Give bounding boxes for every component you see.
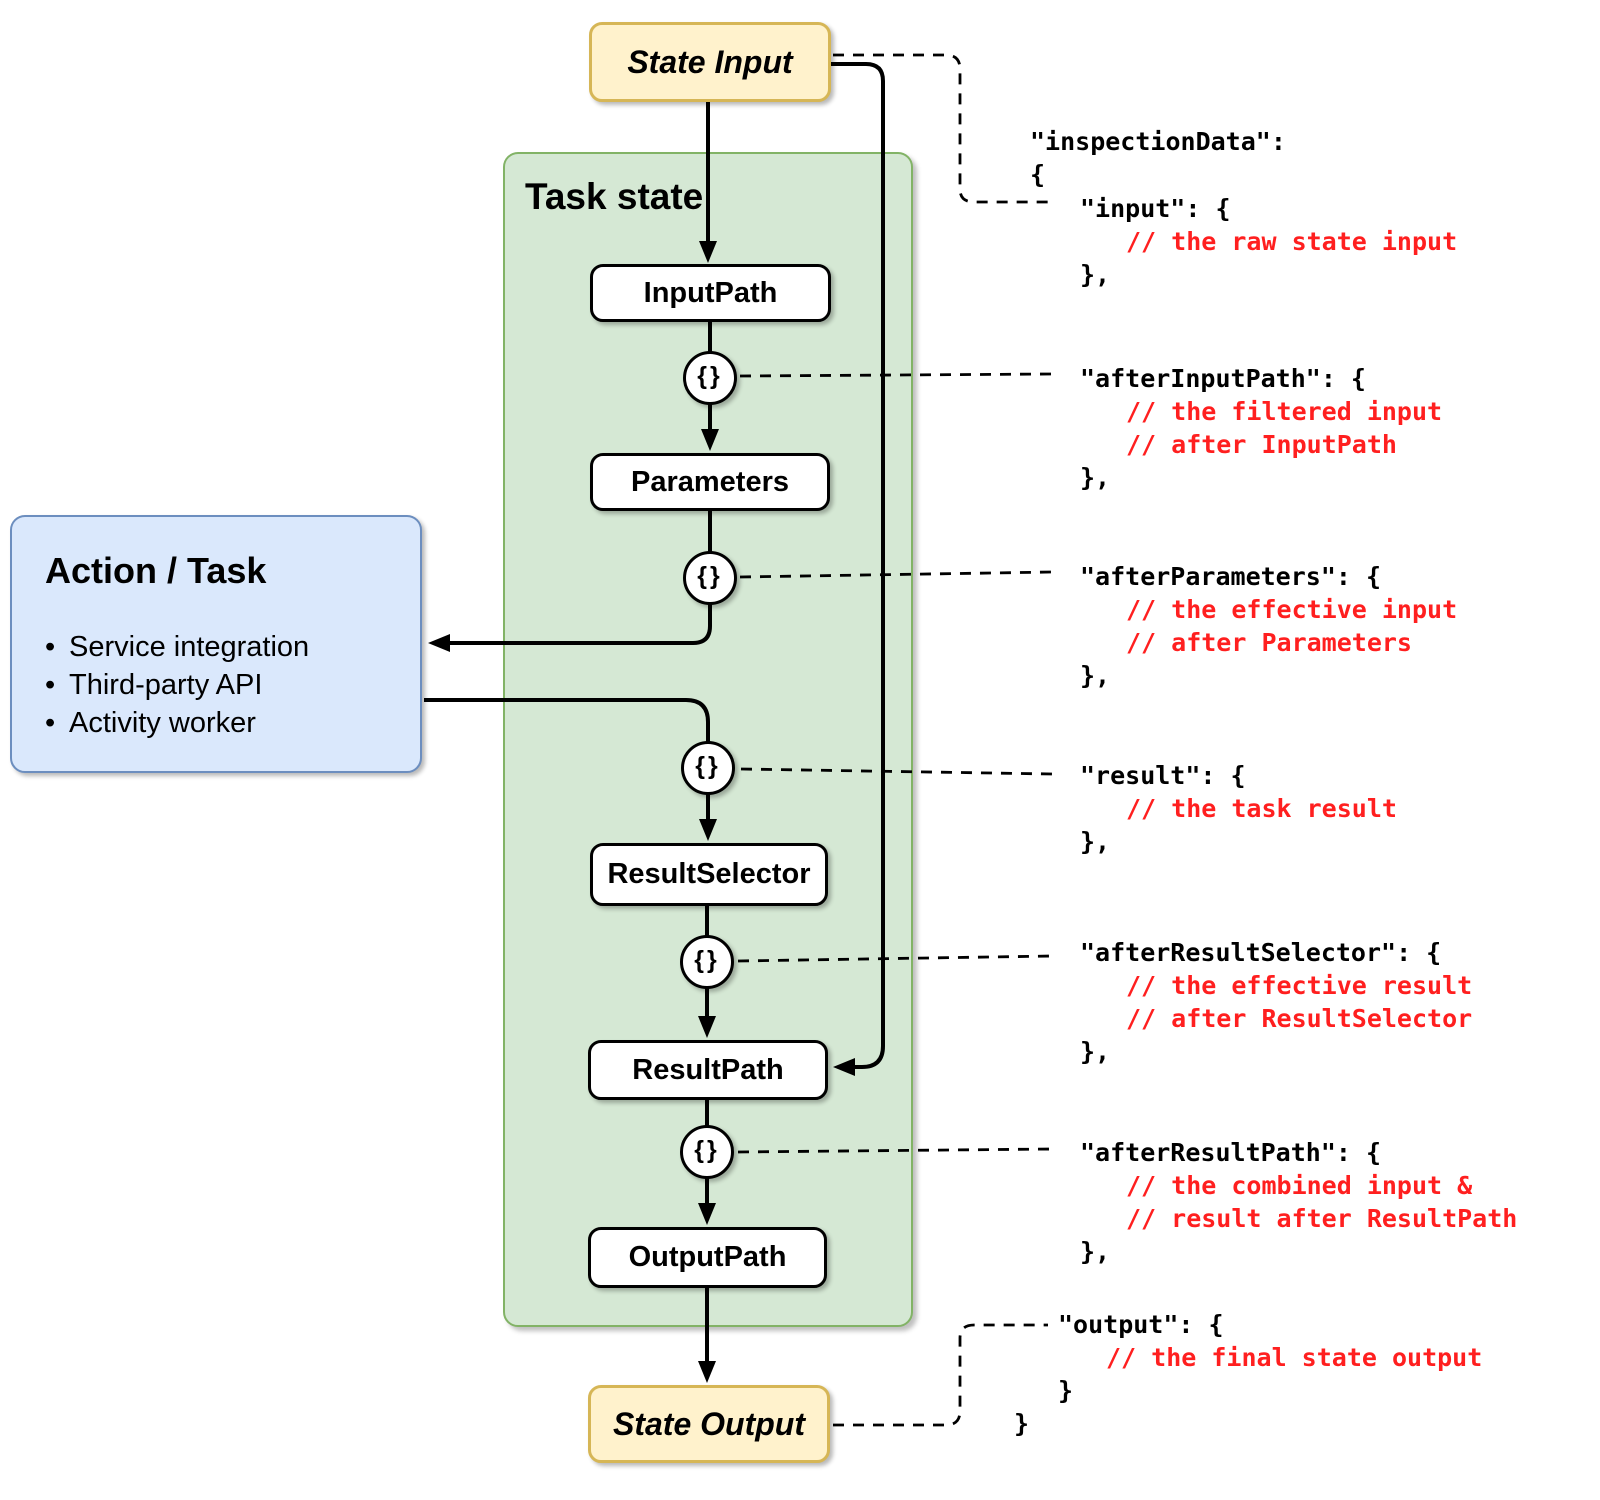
dashed-stateoutput-to-output — [833, 1323, 1048, 1427]
code-comment-combined-input: // the combined input & — [1126, 1171, 1473, 1200]
node-resultpath-label: ResultPath — [632, 1053, 784, 1086]
action-bullet-activity-worker: • Activity worker — [45, 704, 420, 742]
dashed-connectors — [737, 53, 1054, 1427]
arrowhead-resultpath-top — [698, 1016, 716, 1038]
code-line-close: }, — [1080, 661, 1111, 690]
action-bullet-label: Third-party API — [69, 669, 263, 701]
arrowhead-outputpath — [698, 1203, 716, 1225]
node-parameters-label: Parameters — [631, 465, 789, 498]
code-line-afterresultselector-key: "afterResultSelector": { — [1080, 938, 1442, 967]
bullet-icon: • — [45, 669, 56, 701]
code-line-close: }, — [1080, 1237, 1111, 1266]
code-line-close: }, — [1080, 463, 1111, 492]
code-line-afterinputpath-key: "afterInputPath": { — [1080, 364, 1366, 393]
code-comment-after-inputpath: // after InputPath — [1126, 430, 1397, 459]
action-bullet-label: Activity worker — [69, 707, 256, 739]
code-comment-raw-state-input: // the raw state input — [1126, 227, 1458, 256]
dashed-stateinput-to-input — [833, 53, 1053, 204]
arrowhead-resultselector — [699, 819, 717, 841]
node-inputpath-label: InputPath — [643, 276, 778, 309]
code-line-inspectiondata: "inspectionData": — [1030, 127, 1286, 156]
code-line-close: }, — [1080, 1037, 1111, 1066]
code-line-close: }, — [1080, 260, 1111, 289]
node-outputpath-label: OutputPath — [628, 1241, 787, 1273]
line-action-to-junction3 — [424, 698, 710, 742]
json-junction-1-icon: {} — [683, 351, 737, 405]
code-line-result-key: "result": { — [1080, 761, 1246, 790]
arrowhead-resultpath-side — [833, 1058, 855, 1076]
state-output-label: State Output — [613, 1405, 805, 1442]
dashed-junction3-to-result — [740, 767, 1054, 776]
dashed-junction4-to-afterresultselector — [737, 954, 1054, 963]
arrowheads — [428, 241, 855, 1383]
node-resultselector: ResultSelector — [590, 843, 828, 906]
code-comment-result-after-resultpath: // result after ResultPath — [1126, 1204, 1518, 1233]
state-input-label: State Input — [627, 43, 793, 80]
code-comment-after-resultselector: // after ResultSelector — [1126, 1004, 1473, 1033]
json-junction-3-icon: {} — [681, 741, 735, 795]
code-comment-task-result: // the task result — [1126, 794, 1397, 823]
json-junction-4-icon: {} — [680, 935, 734, 989]
node-parameters: Parameters — [590, 453, 830, 511]
code-line-afterparameters-key: "afterParameters": { — [1080, 562, 1382, 591]
arrowhead-stateoutput — [698, 1361, 716, 1383]
solid-connectors — [424, 62, 885, 1362]
code-comment-effective-result: // the effective result — [1126, 971, 1473, 1000]
node-resultpath: ResultPath — [588, 1040, 828, 1100]
node-inputpath: InputPath — [590, 264, 831, 322]
state-input-node: State Input — [589, 22, 831, 102]
action-bullet-label: Service integration — [69, 631, 310, 663]
state-output-node: State Output — [588, 1385, 830, 1463]
json-junction-2-icon: {} — [683, 551, 737, 605]
action-task-title: Action / Task — [45, 550, 267, 591]
arrowhead-inputpath — [699, 241, 717, 263]
arrowhead-parameters — [701, 429, 719, 451]
bullet-icon: • — [45, 631, 56, 663]
code-line-close: }, — [1080, 827, 1111, 856]
code-line-close: } — [1058, 1376, 1074, 1405]
arrowhead-action — [428, 634, 450, 652]
json-junction-5-icon: {} — [680, 1125, 734, 1179]
arrow-junction2-to-action — [450, 604, 712, 645]
code-line-input-key: "input": { — [1080, 194, 1231, 223]
code-comment-final-state-output: // the final state output — [1106, 1343, 1483, 1372]
action-bullet-third-party-api: • Third-party API — [45, 666, 420, 704]
code-line-open-brace: { — [1030, 160, 1046, 189]
task-state-title: Task state — [525, 176, 704, 217]
code-comment-effective-input: // the effective input — [1126, 595, 1458, 624]
action-bullet-service-integration: • Service integration — [45, 628, 420, 666]
code-line-output-key: "output": { — [1058, 1310, 1224, 1339]
dashed-junction5-to-afterresultpath — [737, 1147, 1054, 1154]
action-task-bullet-list: • Service integration • Third-party API • A… — [45, 628, 420, 742]
code-comment-filtered-input: // the filtered input — [1126, 397, 1443, 426]
code-comment-after-parameters: // after Parameters — [1126, 628, 1412, 657]
bullet-icon: • — [45, 707, 56, 739]
dashed-junction1-to-afterinputpath — [739, 372, 1054, 378]
node-outputpath: OutputPath — [588, 1227, 827, 1288]
action-task-box: Action / Task • Service integration • Thir… — [10, 515, 422, 773]
code-line-afterresultpath-key: "afterResultPath": { — [1080, 1138, 1382, 1167]
node-resultselector-label: ResultSelector — [607, 858, 811, 890]
dashed-junction2-to-afterparameters — [739, 570, 1054, 579]
arrow-stateinput-to-resultpath — [830, 62, 885, 1069]
code-line-final-close: } — [1014, 1409, 1030, 1438]
